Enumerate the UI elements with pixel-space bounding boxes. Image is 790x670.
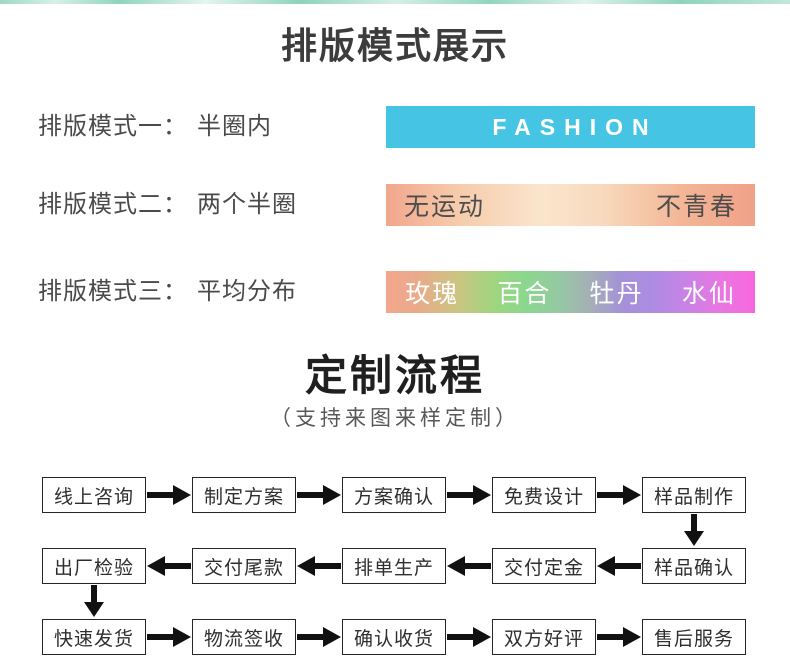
flow-connector-row-2 xyxy=(42,584,746,619)
mode-3-bar-text-3: 牡丹 xyxy=(589,280,644,308)
mode-2-label-prefix: 排版模式二： xyxy=(38,191,188,218)
mode-1-label-value: 半圈内 xyxy=(197,113,272,140)
arrow-right-icon xyxy=(147,626,191,648)
flow-step: 样品制作 xyxy=(642,477,746,513)
flow-step: 免费设计 xyxy=(492,477,596,513)
arrow-right-icon xyxy=(147,484,191,506)
mode-1-label-prefix: 排版模式一： xyxy=(38,113,188,140)
arrow-right-icon xyxy=(297,626,341,648)
flow-step: 售后服务 xyxy=(642,619,746,655)
arrow-right-icon xyxy=(447,484,491,506)
flow-row-2: 出厂检验 交付尾款 排单生产 交付定金 样品确认 xyxy=(42,548,746,584)
mode-1-preview-bar: FASHION xyxy=(386,106,755,148)
arrow-down-icon xyxy=(683,514,705,547)
arrow-down-icon xyxy=(83,585,105,618)
mode-3-label-value: 平均分布 xyxy=(197,278,297,305)
mode-2-bar-text-right: 不青春 xyxy=(655,193,737,221)
mode-3-bar-text-1: 玫瑰 xyxy=(405,280,460,308)
mode-3-bar-text-2: 百合 xyxy=(497,280,552,308)
flow-step: 确认收货 xyxy=(342,619,446,655)
arrow-right-icon xyxy=(597,626,641,648)
flow-step: 双方好评 xyxy=(492,619,596,655)
arrow-left-icon xyxy=(597,555,641,577)
mode-row-1: 排版模式一： 半圈内 FASHION xyxy=(0,106,790,148)
arrow-right-icon xyxy=(447,626,491,648)
page-title: 排版模式展示 xyxy=(280,25,509,66)
flow-step: 交付尾款 xyxy=(192,548,296,584)
flow-step: 交付定金 xyxy=(492,548,596,584)
mode-row-3: 排版模式三： 平均分布 玫瑰 百合 牡丹 水仙 xyxy=(0,271,790,313)
flow-row-1: 线上咨询 制定方案 方案确认 免费设计 样品制作 xyxy=(42,477,746,513)
process-section-subtitle: （支持来图来样定制） xyxy=(270,407,520,430)
flow-connector-row-1 xyxy=(42,513,746,548)
mode-3-preview-bar: 玫瑰 百合 牡丹 水仙 xyxy=(386,271,755,313)
mode-2-label: 排版模式二： 两个半圈 xyxy=(38,184,297,226)
flow-row-3: 快速发货 物流签收 确认收货 双方好评 售后服务 xyxy=(42,619,746,655)
mode-3-label: 排版模式三： 平均分布 xyxy=(38,271,297,313)
arrow-right-icon xyxy=(297,484,341,506)
flow-step: 排单生产 xyxy=(342,548,446,584)
mode-1-label: 排版模式一： 半圈内 xyxy=(38,106,272,148)
mode-3-bar-text-4: 水仙 xyxy=(681,280,736,308)
mode-2-bar-text-left: 无运动 xyxy=(404,193,486,221)
mode-1-bar-text: FASHION xyxy=(492,113,658,140)
top-accent-strip xyxy=(0,0,790,4)
flow-step: 出厂检验 xyxy=(42,548,146,584)
flow-step: 物流签收 xyxy=(192,619,296,655)
arrow-left-icon xyxy=(297,555,341,577)
flow-step: 快速发货 xyxy=(42,619,146,655)
flow-step: 样品确认 xyxy=(642,548,746,584)
mode-row-2: 排版模式二： 两个半圈 无运动 不青春 xyxy=(0,184,790,226)
flow-step: 线上咨询 xyxy=(42,477,146,513)
flow-step: 方案确认 xyxy=(342,477,446,513)
process-flowchart: 线上咨询 制定方案 方案确认 免费设计 样品制作 出厂检验 交付尾款 排单生产 … xyxy=(42,477,746,655)
arrow-left-icon xyxy=(447,555,491,577)
arrow-right-icon xyxy=(597,484,641,506)
mode-3-label-prefix: 排版模式三： xyxy=(38,278,188,305)
mode-2-label-value: 两个半圈 xyxy=(197,191,297,218)
process-section-title: 定制流程 xyxy=(304,352,485,399)
flow-step: 制定方案 xyxy=(192,477,296,513)
arrow-left-icon xyxy=(147,555,191,577)
mode-2-preview-bar: 无运动 不青春 xyxy=(386,184,755,226)
